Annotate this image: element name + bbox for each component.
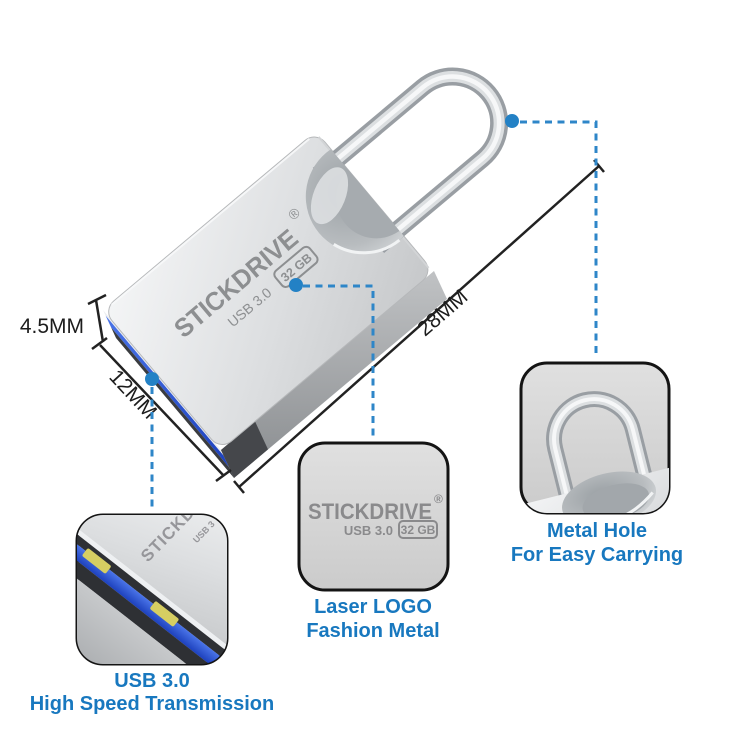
metal-loop — [312, 67, 509, 253]
engraved-capacity-box — [273, 245, 319, 288]
leader-lines — [150, 120, 598, 511]
notch-bowl-highlight — [310, 167, 349, 225]
callout-logo-usb-label: USB 3.0 — [344, 523, 393, 538]
callout-usb-gold-pad-1 — [82, 548, 111, 574]
leader-dot-logo — [289, 278, 303, 292]
callout-usb-illustration: STICKD USB 3 — [77, 515, 227, 664]
callout-hole-body — [521, 459, 669, 513]
callout-usb: STICKD USB 3 USB 3.0 High Speed Transmis… — [30, 513, 275, 715]
callout-logo-capacity-box — [398, 520, 438, 539]
callout-hole-subtitle: For Easy Carrying — [511, 544, 683, 566]
usb-connector-dark-underside — [111, 327, 234, 478]
callout-logo-title: Laser LOGO — [314, 596, 432, 618]
callout-usb-bottom-face — [77, 540, 227, 664]
notch-rim-highlight — [332, 238, 401, 255]
thickness-bracket — [87, 293, 108, 351]
callout-usb-dark-upper — [77, 515, 227, 664]
leader-dot-hole — [505, 114, 519, 128]
callout-logo-subtitle: Fashion Metal — [306, 620, 439, 642]
callout-logo-brand: STICKDRIVE — [308, 499, 432, 524]
callout-logo-registered-mark: ® — [434, 492, 443, 506]
callout-usb-top-face — [77, 515, 227, 664]
callout-usb-dark-lower — [77, 529, 227, 664]
width-dimension-line — [99, 344, 232, 483]
leader-dot-usb — [145, 372, 159, 386]
connector-underside-corner — [221, 421, 268, 478]
usb-drive: STICKDRIVE ® USB 3.0 32 GB — [103, 67, 509, 478]
body-side-face — [221, 271, 447, 478]
callout-usb-subtitle: High Speed Transmission — [30, 693, 275, 715]
loop-tube-highlight — [317, 74, 502, 248]
callout-hole: Metal Hole For Easy Carrying — [511, 361, 683, 566]
callout-logo: STICKDRIVE ® USB 3.0 32 GB Laser LOGO Fa… — [297, 441, 450, 642]
usb-connector-blue-tongue — [105, 315, 230, 468]
callout-hole-illustration — [521, 391, 669, 513]
leader-line-hole — [520, 120, 598, 358]
callout-usb-gold-pad-2 — [150, 601, 179, 627]
dimension-label-thickness: 4.5MM — [20, 315, 84, 338]
callout-usb-title: USB 3.0 — [114, 670, 190, 692]
drive-top-edge-highlight — [110, 138, 310, 306]
callout-hole-bowl-rim — [567, 491, 654, 513]
callout-usb-shell-edge — [77, 515, 227, 664]
callout-loop-highlight — [552, 397, 656, 513]
callout-logo-box — [297, 441, 450, 592]
callout-hole-title: Metal Hole — [547, 520, 647, 542]
callout-logo-capacity: 32 GB — [401, 523, 436, 537]
